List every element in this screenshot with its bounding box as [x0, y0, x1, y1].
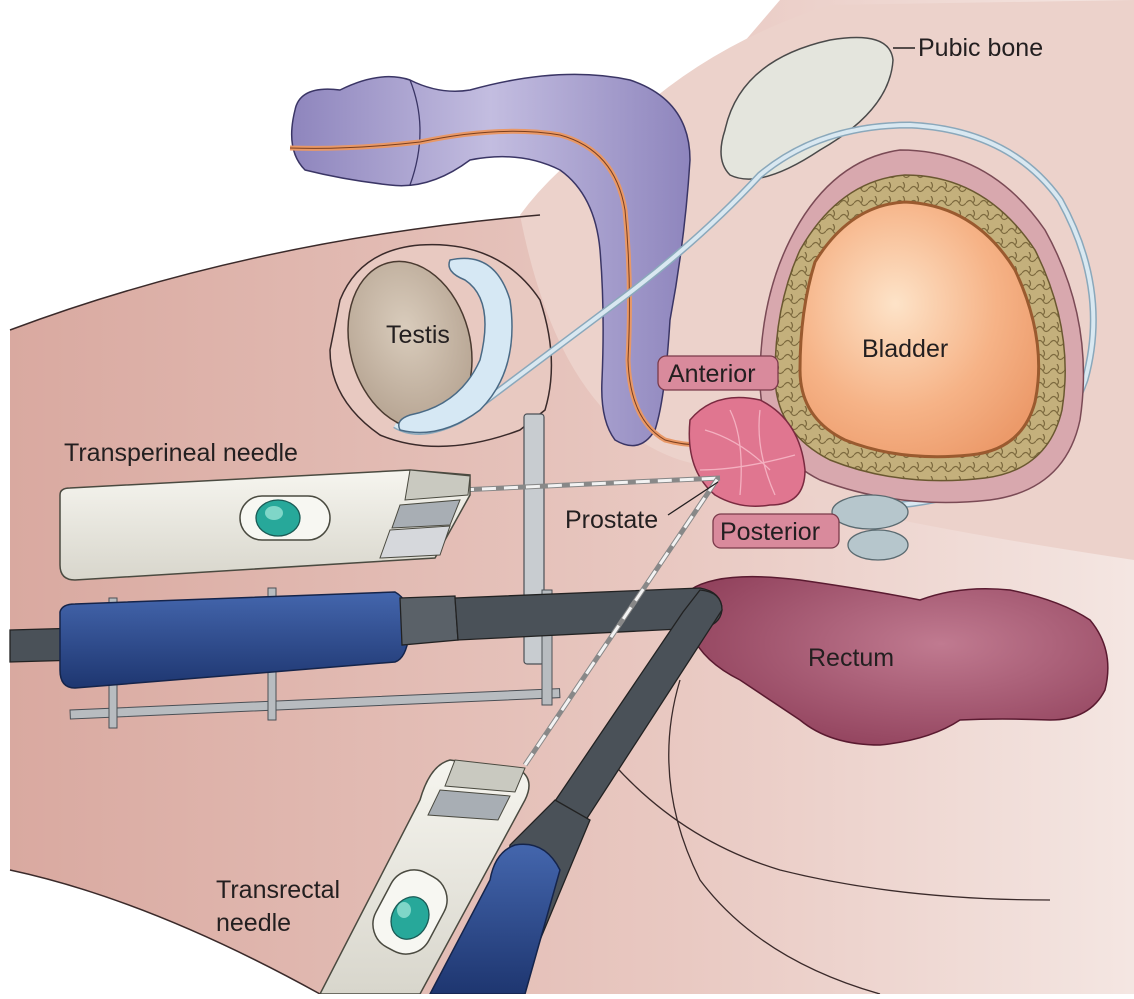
anterior-tag: Anterior [657, 355, 779, 391]
transrectal-needle-handle [318, 759, 530, 995]
penis [290, 73, 691, 447]
rectum [689, 575, 1109, 746]
bladder-lumen [798, 200, 1041, 459]
prostate-leader [667, 481, 719, 516]
label-bladder: Bladder [862, 335, 948, 363]
prostate-lobes [699, 409, 796, 496]
epididymis [398, 257, 513, 434]
ultrasound-probe [9, 587, 723, 995]
skin-fold-line [9, 214, 541, 331]
seminal-vesicles [831, 494, 909, 561]
label-transperineal-needle: Transperineal needle [64, 439, 298, 467]
skin-lower-line [9, 869, 321, 995]
anal-canal-line [668, 679, 881, 995]
label-prostate: Prostate [565, 506, 658, 534]
label-anterior: Anterior [668, 360, 756, 388]
glans-line [409, 79, 421, 186]
label-transrectal-needle-line2: needle [216, 909, 291, 937]
transrectal-needle-shaft [522, 476, 721, 767]
label-transrectal-needle-line1: Transrectal [216, 876, 340, 904]
transperineal-needle-shaft [459, 475, 721, 493]
perineum-line [609, 759, 1051, 901]
label-testis: Testis [386, 321, 450, 349]
posterior-tag: Posterior [712, 513, 840, 549]
transperineal-needle-handle [59, 469, 471, 581]
label-rectum: Rectum [808, 644, 894, 672]
label-posterior: Posterior [720, 518, 820, 546]
label-pubic-bone: Pubic bone [918, 34, 1043, 62]
pubic-bone [720, 36, 894, 180]
